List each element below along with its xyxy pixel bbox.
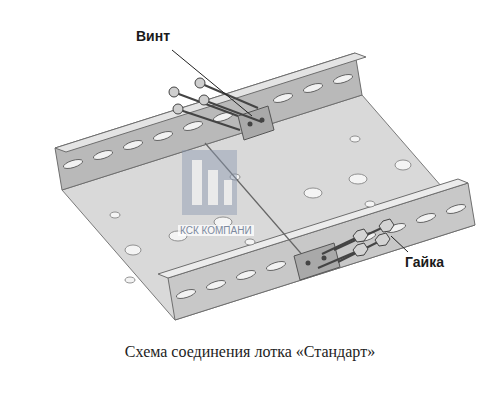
callout-label: Гайка <box>405 254 444 270</box>
watermark: КСК КОМПАНИ <box>178 225 254 236</box>
watermark-logo <box>182 150 237 215</box>
leader-line <box>172 50 252 116</box>
leader-line <box>391 236 408 252</box>
caption: Схема соединения лотка «Стандарт» <box>125 343 375 361</box>
callout-label: Винт <box>136 28 170 44</box>
